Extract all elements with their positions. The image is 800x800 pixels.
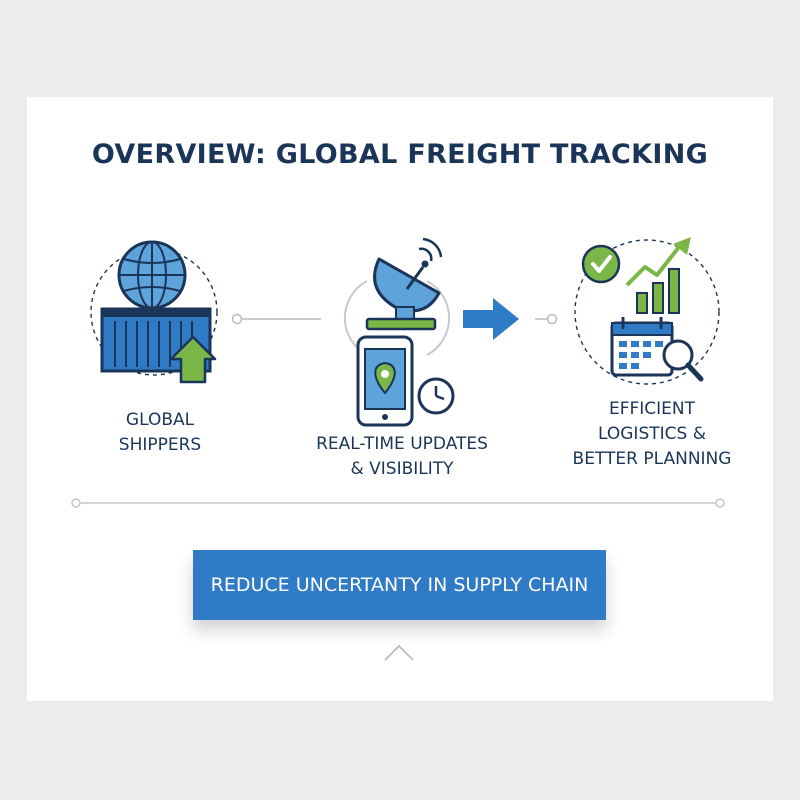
smartphone-location-icon	[356, 335, 414, 427]
shippers-illustration	[90, 240, 218, 384]
overview-card: OVERVIEW: GLOBAL FREIGHT TRACKING	[27, 97, 773, 701]
step-label-efficient-logistics: EFFICIENT LOGISTICS & BETTER PLANNING	[572, 399, 732, 469]
step-label-global-shippers: GLOBAL SHIPPERS	[118, 410, 202, 455]
step-label-realtime-updates: REAL-TIME UPDATES & VISIBILITY	[316, 434, 488, 479]
up-arrow-icon	[169, 335, 217, 384]
satellite-dish-icon	[365, 237, 443, 331]
growth-chart-icon	[625, 237, 691, 314]
realtime-illustration	[356, 237, 455, 427]
checkmark-icon	[581, 244, 621, 284]
flow-illustration	[71, 237, 725, 661]
calendar-icon	[610, 317, 674, 377]
flow-arrow-icon	[463, 298, 519, 340]
logistics-illustration	[574, 237, 720, 385]
divider-line	[71, 498, 725, 508]
magnifier-icon	[662, 339, 704, 382]
globe-icon	[117, 240, 187, 310]
supply-chain-banner: REDUCE UNCERTANTY IN SUPPLY CHAIN	[193, 550, 606, 620]
page-title: OVERVIEW: GLOBAL FREIGHT TRACKING	[91, 139, 709, 170]
banner-text: REDUCE UNCERTANTY IN SUPPLY CHAIN	[210, 574, 589, 596]
clock-icon	[417, 377, 455, 415]
connector-right	[535, 313, 558, 325]
connector-left	[231, 313, 321, 325]
chevron-up-icon	[384, 644, 414, 661]
